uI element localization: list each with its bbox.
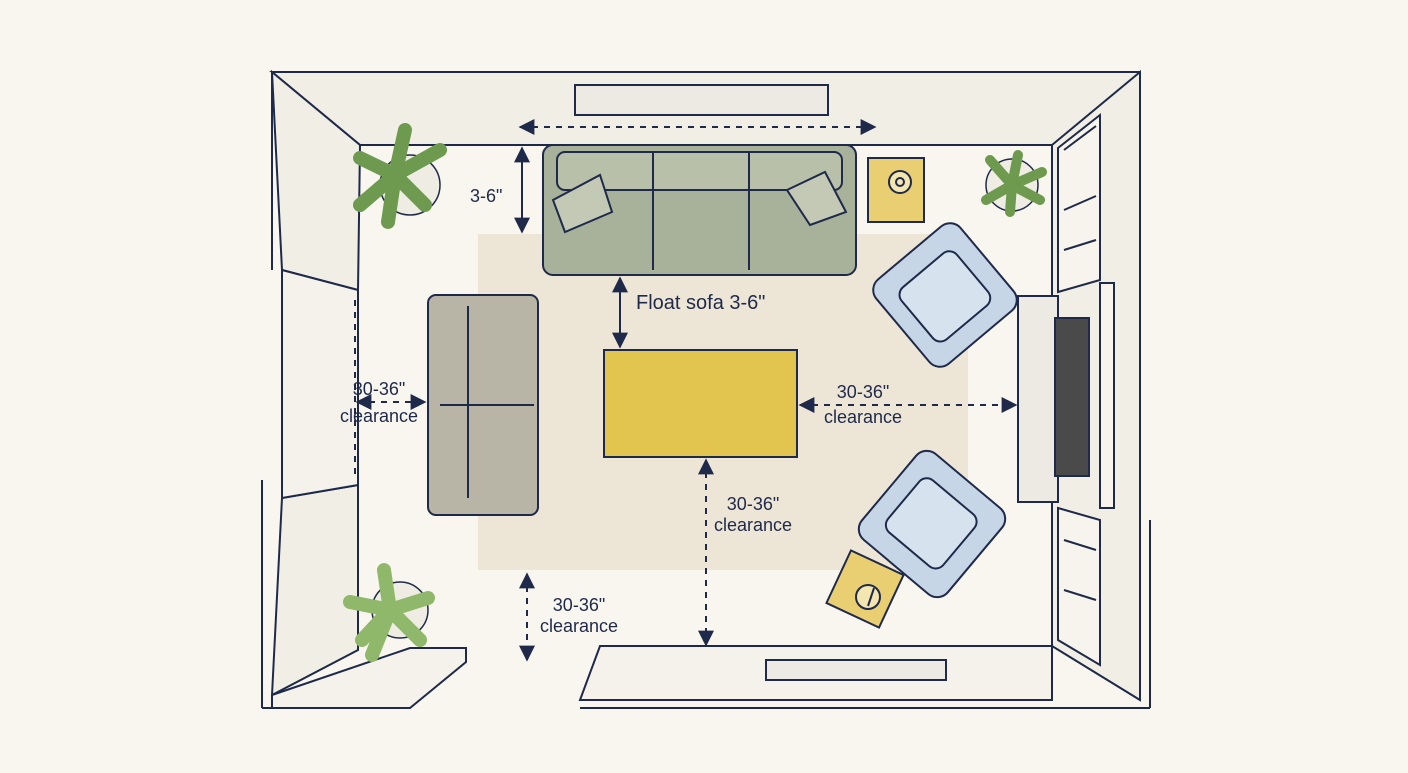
tv	[1054, 317, 1090, 477]
plant-top-left-icon	[353, 123, 447, 229]
left-window	[281, 268, 359, 500]
bottom-clearance-unit: clearance	[540, 616, 619, 636]
side-table-top	[867, 157, 925, 223]
dimension-lines	[354, 119, 1018, 662]
bookshelf-lower	[1057, 506, 1101, 667]
sofa-pillow-left	[551, 173, 614, 234]
center-clearance-value: 30-36"	[726, 494, 780, 514]
sofa-depth-label: 3-6"	[470, 186, 503, 206]
right-clearance-unit: clearance	[824, 407, 903, 427]
bottom-clearance-label: 30-36" clearance	[540, 595, 618, 637]
bottom-vent	[765, 659, 947, 681]
side-table-bottom	[825, 549, 905, 629]
armchair-upper	[872, 222, 1018, 368]
bottom-clearance-value: 30-36"	[552, 595, 606, 615]
sofa-pillow-right	[785, 170, 848, 227]
plant-top-right-icon	[981, 150, 1047, 217]
left-clearance-unit: clearance	[340, 406, 419, 426]
entry-ledge	[271, 647, 467, 709]
left-clearance-value: 30-36"	[352, 379, 406, 399]
coffee-table	[603, 349, 798, 458]
room-walls	[269, 69, 1141, 702]
sofa	[542, 144, 857, 276]
wall-left-lower	[270, 483, 359, 697]
left-clearance-label: 30-36" clearance	[340, 379, 418, 427]
float-sofa-label: Float sofa 3-6"	[636, 292, 766, 314]
tv-soundbar	[1099, 282, 1115, 509]
armchair-lower	[857, 449, 1007, 599]
ceiling-vent	[574, 84, 829, 116]
loveseat	[427, 294, 539, 516]
media-console	[1017, 295, 1059, 503]
center-clearance-label: 30-36" clearance	[714, 494, 792, 536]
right-clearance-value: 30-36"	[836, 382, 890, 402]
right-clearance-label: 30-36" clearance	[824, 382, 902, 428]
center-clearance-unit: clearance	[714, 515, 793, 535]
bookshelf-upper	[1057, 112, 1101, 294]
plant-bottom-left-icon	[343, 563, 435, 662]
